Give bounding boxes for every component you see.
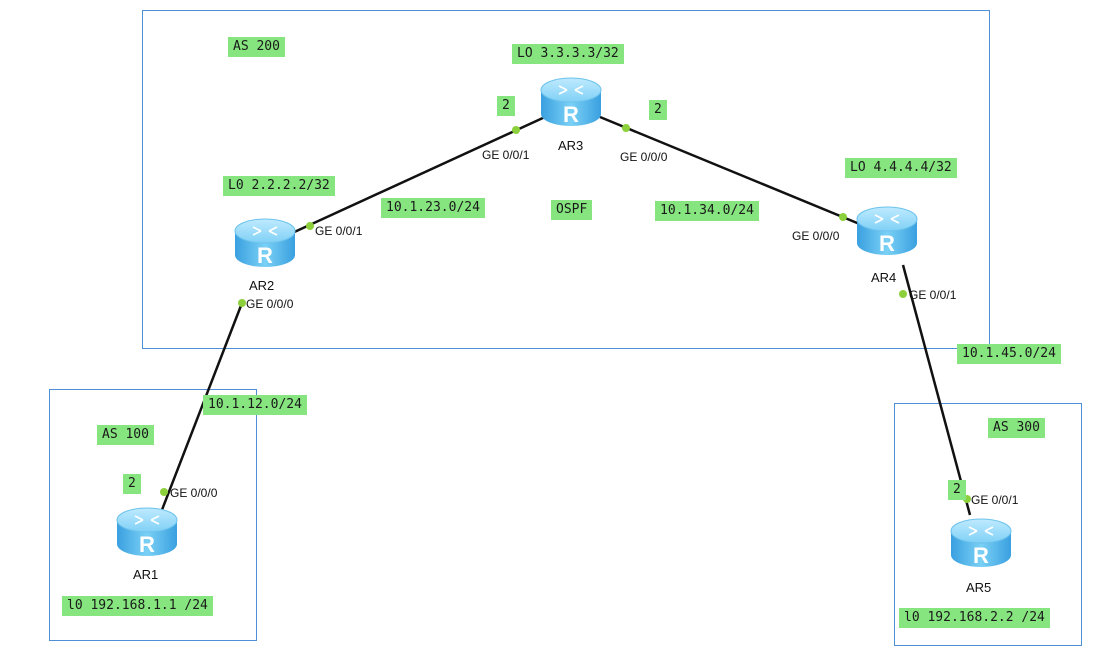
- router-ar5-icon[interactable]: [950, 515, 1012, 569]
- ar1-marker: 2: [123, 474, 141, 494]
- ar2-loopback-label: L0 2.2.2.2/32: [223, 176, 335, 196]
- ar1-g000-port-label: GE 0/0/0: [170, 486, 218, 500]
- router-ar3-icon[interactable]: [540, 74, 602, 128]
- router-ar1-icon[interactable]: [116, 504, 178, 558]
- subnet-ar4-ar5-label: 10.1.45.0/24: [957, 344, 1061, 364]
- ar2-g001-port-label: GE 0/0/1: [315, 224, 363, 238]
- link-ar3-ar4[interactable]: [599, 115, 863, 227]
- port-dot-ar3-g000[interactable]: [622, 124, 630, 132]
- ar3-left-marker: 2: [497, 96, 515, 116]
- router-ar4-icon[interactable]: [856, 203, 918, 257]
- link-ar2-ar3[interactable]: [289, 115, 546, 236]
- as200-area-box: [142, 10, 990, 349]
- router-ar4-name: AR4: [871, 270, 897, 285]
- router-ar1-name: AR1: [133, 567, 159, 582]
- port-dot-ar2-g000[interactable]: [238, 299, 246, 307]
- port-dot-ar3-g001[interactable]: [512, 126, 520, 134]
- port-dot-ar2-g001[interactable]: [306, 222, 314, 230]
- ar4-g001-port-label: GE 0/0/1: [909, 288, 957, 302]
- as200-label: AS 200: [228, 37, 285, 57]
- ar1-loopback-label: l0 192.168.1.1 /24: [62, 596, 213, 616]
- router-ar3-name: AR3: [558, 138, 584, 153]
- as100-label: AS 100: [97, 425, 154, 445]
- as300-label: AS 300: [988, 418, 1045, 438]
- ar4-loopback-label: LO 4.4.4.4/32: [845, 158, 957, 178]
- ar3-right-marker: 2: [649, 100, 667, 120]
- ar5-marker: 2: [948, 480, 966, 500]
- router-ar2-name: AR2: [249, 278, 275, 293]
- ar3-g001-port-label: GE 0/0/1: [482, 148, 530, 162]
- ar5-loopback-label: l0 192.168.2.2 /24: [899, 608, 1050, 628]
- ar3-g000-port-label: GE 0/0/0: [620, 150, 668, 164]
- as300-area-box: [894, 403, 1082, 646]
- ar2-g000-port-label: GE 0/0/0: [246, 297, 294, 311]
- subnet-ar3-ar4-label: 10.1.34.0/24: [655, 201, 759, 221]
- subnet-ar1-ar2-label: 10.1.12.0/24: [203, 395, 307, 415]
- router-ar2-icon[interactable]: [234, 215, 296, 269]
- ospf-label: OSPF: [551, 200, 593, 220]
- ar3-loopback-label: LO 3.3.3.3/32: [512, 44, 624, 64]
- port-dot-ar1-g000[interactable]: [160, 488, 168, 496]
- link-ar1-ar2[interactable]: [158, 302, 244, 516]
- port-dot-ar4-g001[interactable]: [899, 290, 907, 298]
- as100-area-box: [49, 389, 257, 641]
- port-dot-ar4-g000[interactable]: [839, 213, 847, 221]
- subnet-ar2-ar3-label: 10.1.23.0/24: [381, 198, 485, 218]
- link-ar4-ar5[interactable]: [901, 264, 972, 516]
- ar4-g000-port-label: GE 0/0/0: [792, 229, 840, 243]
- router-ar5-name: AR5: [966, 580, 992, 595]
- ar5-g001-port-label: GE 0/0/1: [971, 493, 1019, 507]
